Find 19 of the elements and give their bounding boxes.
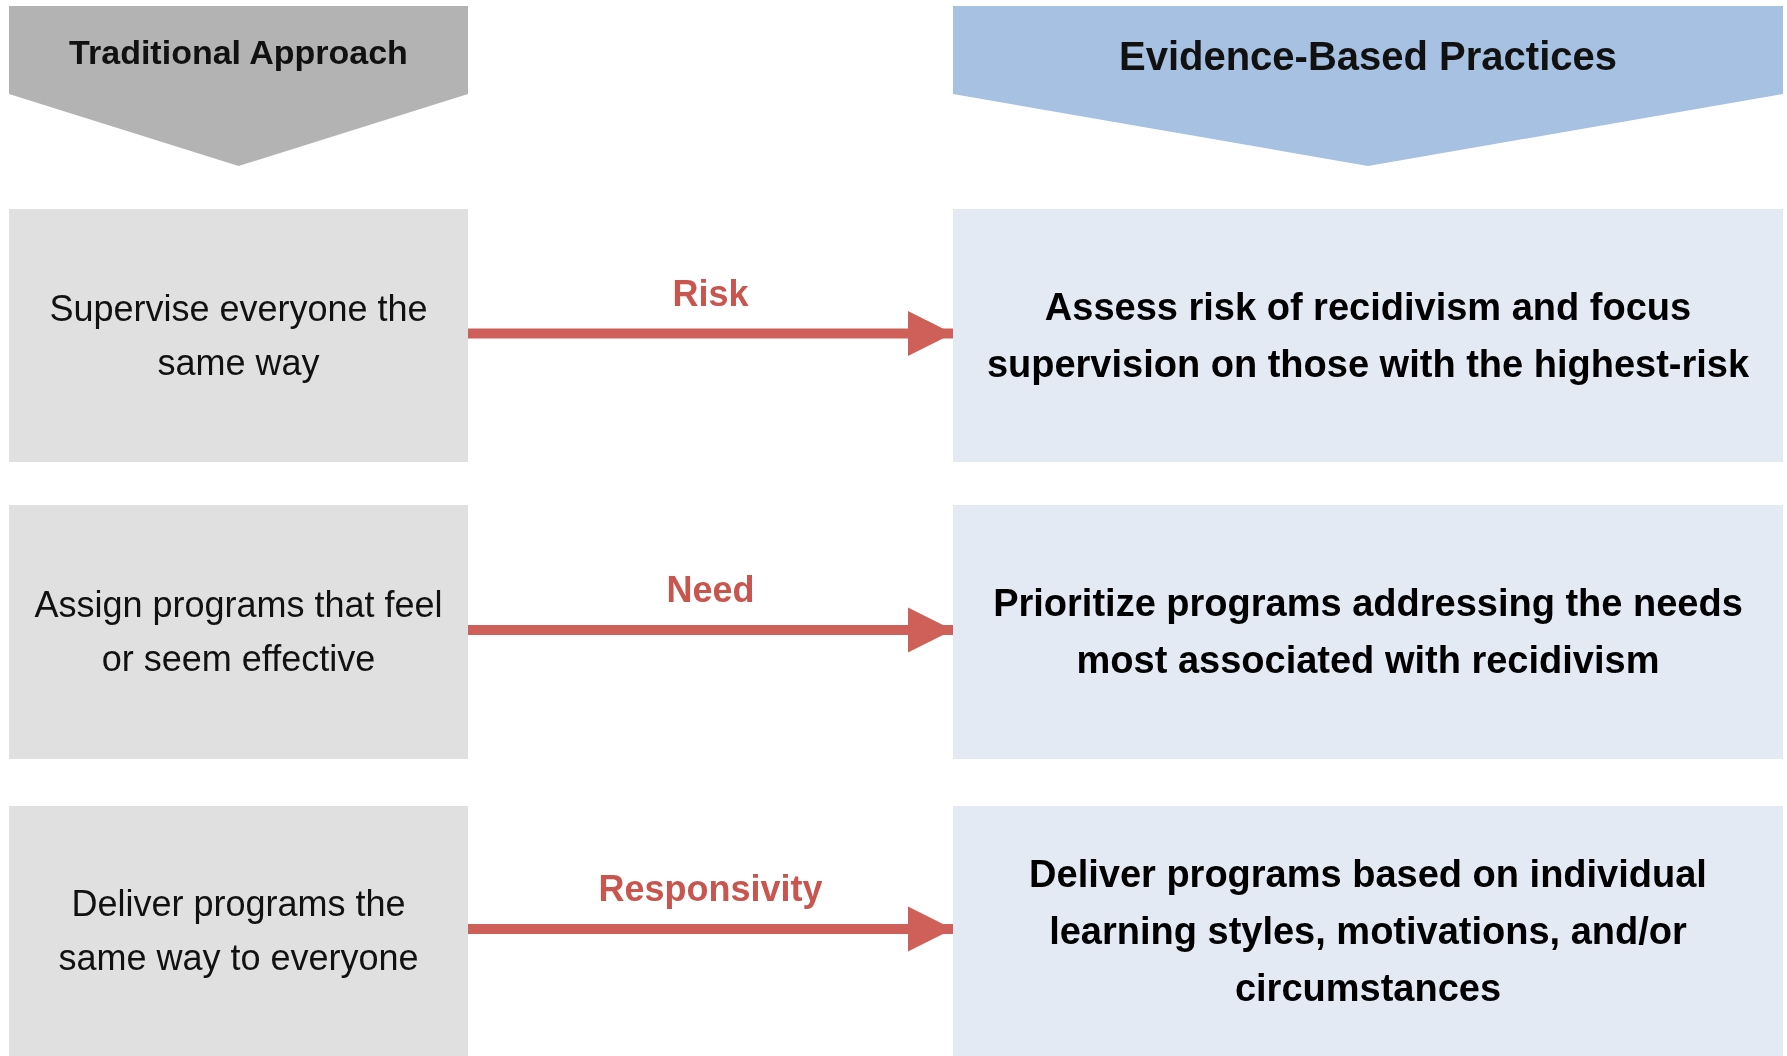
box-text: Prioritize programs addressing the needs most associated with recidivism xyxy=(992,581,1744,683)
box-text: Assess risk of recidivism and focus supervision on those with the highest-risk xyxy=(985,284,1751,387)
text-box xyxy=(9,209,468,462)
text-box xyxy=(953,505,1783,759)
arrow xyxy=(468,607,953,653)
arrow xyxy=(468,311,953,356)
chevron-header xyxy=(953,6,1783,166)
header-text: Evidence-Based Practices xyxy=(1118,33,1617,80)
box-text: Deliver programs the same way to everyone xyxy=(57,882,420,980)
arrow xyxy=(468,906,953,952)
text-box xyxy=(9,806,468,1056)
box-text: Assign programs that feel or seem effective xyxy=(33,583,444,681)
text-box xyxy=(953,806,1783,1056)
chevron-header xyxy=(9,6,468,166)
header-text: Traditional Approach xyxy=(69,32,408,73)
text-box xyxy=(9,505,468,759)
text-box xyxy=(953,209,1783,462)
box-text: Deliver programs based on individual learning styles, motivations, and/or circumstances xyxy=(1028,851,1708,1011)
box-text: Supervise everyone the same way xyxy=(48,286,429,385)
